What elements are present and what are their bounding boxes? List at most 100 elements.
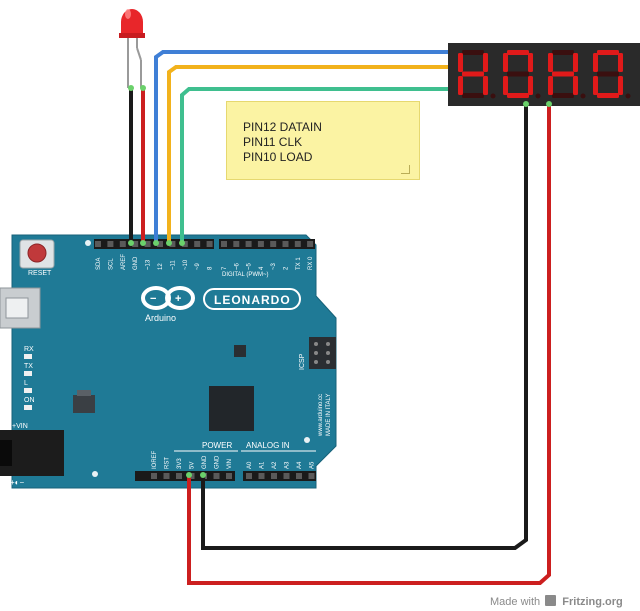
- power-pin-hole: [213, 473, 220, 479]
- digital-pin-hole: [233, 241, 240, 247]
- segment-g: [597, 71, 619, 77]
- digital-pin-hole: [257, 241, 264, 247]
- digital-pin-label: ~3: [271, 262, 277, 270]
- wire-5v: [187, 104, 551, 585]
- segment-f: [458, 53, 463, 72]
- power-header-label: POWER: [202, 441, 232, 450]
- voltage-regulator: [73, 390, 95, 413]
- reset-button[interactable]: [19, 239, 55, 269]
- icsp-header: [309, 337, 336, 369]
- segment-d: [507, 93, 529, 98]
- fritzing-brand: Fritzing.org: [562, 596, 623, 608]
- analog-pin-label: A1: [260, 461, 266, 469]
- digital-pin-hole: [132, 241, 139, 247]
- digital-pin-label: ~10: [183, 259, 189, 270]
- segment-f: [503, 53, 508, 72]
- analog-pin-hole: [308, 473, 315, 479]
- digit-3: [548, 50, 586, 99]
- usb-port: [0, 287, 41, 329]
- digital-pin-label: ~9: [195, 262, 201, 270]
- decimal-point: [580, 93, 586, 99]
- power-pin-label: VIN: [227, 459, 233, 469]
- power-pin-hole: [151, 473, 157, 479]
- power-header: [135, 471, 235, 481]
- power-pin-label: GND: [215, 455, 221, 469]
- segment-e: [458, 76, 463, 95]
- digital-pin-label: GND: [133, 256, 139, 270]
- segment-c: [528, 76, 533, 95]
- segment-a: [462, 50, 484, 55]
- power-pin-label: 3V3: [177, 458, 183, 469]
- status-leds: [24, 354, 32, 410]
- microcontroller: [209, 386, 254, 431]
- segment-e: [548, 76, 553, 95]
- power-pin-hole: [163, 473, 170, 479]
- led-label-rx: RX: [24, 346, 34, 353]
- analog-pin-hole: [258, 473, 265, 479]
- digital-pin-hole: [294, 241, 301, 247]
- segment-b: [573, 53, 578, 72]
- digital-pin-hole: [157, 241, 163, 247]
- segment-d: [597, 93, 619, 98]
- digit-4: [593, 50, 631, 99]
- polarity-symbol: +◐−: [10, 478, 25, 487]
- model-badge: [203, 288, 301, 310]
- digit-2: [503, 50, 541, 99]
- digital-pin-label: ~6: [234, 262, 240, 270]
- reset-label: RESET: [28, 270, 52, 277]
- fritzing-logo-icon: [545, 595, 557, 606]
- digital-pin-hole: [144, 241, 151, 247]
- segment-d: [552, 93, 574, 98]
- model-name: LEONARDO: [214, 293, 291, 307]
- pin-assignment-note: PIN12 DATAIN PIN11 CLK PIN10 LOAD: [226, 101, 420, 180]
- analog-pin-hole: [283, 473, 290, 479]
- segment-e: [503, 76, 508, 95]
- segment-a: [507, 50, 529, 55]
- digital-pin-label: 7: [222, 266, 228, 270]
- vin-label: +VIN: [12, 423, 28, 430]
- arduino-logo: − +: [141, 286, 195, 310]
- segment-f: [548, 53, 553, 72]
- digital-pin-hole: [107, 241, 114, 247]
- digital-pin-label: SDA: [96, 258, 102, 270]
- segment-b: [528, 53, 533, 72]
- digital-pin-label: TX 1: [296, 257, 302, 270]
- digital-header-label: DIGITAL (PWM~): [222, 272, 269, 278]
- digital-pin-label: ~5: [247, 262, 253, 270]
- digital-pin-hole: [169, 241, 176, 247]
- analog-pin-hole: [296, 473, 302, 479]
- analog-pin-label: A0: [247, 461, 253, 469]
- wire-end-markers: [128, 85, 206, 478]
- decimal-point: [535, 93, 541, 99]
- digital-pin-hole: [95, 241, 101, 247]
- resize-grip-icon[interactable]: [401, 165, 410, 174]
- digital-pin-label: 4: [259, 266, 265, 270]
- segment-g: [552, 71, 574, 77]
- red-led: [119, 9, 145, 88]
- power-pin-label: GND: [202, 455, 208, 469]
- segment-a: [552, 50, 574, 55]
- digital-pin-label: 2: [284, 266, 290, 270]
- digital-pin-label: 12: [158, 263, 164, 270]
- wire-pin11-clk: [167, 65, 452, 243]
- note-line-load: PIN10 LOAD: [243, 150, 313, 164]
- power-pin-label: RST: [165, 457, 171, 469]
- power-pin-label: 5V: [190, 462, 196, 469]
- segment-c: [483, 76, 488, 95]
- segment-e: [593, 76, 598, 95]
- analog-pin-label: A4: [297, 461, 303, 469]
- led-label-tx: TX: [24, 363, 33, 370]
- led-label-l: L: [24, 380, 28, 387]
- svg-text:−: −: [150, 293, 156, 305]
- digital-pin-label: SCL: [108, 258, 114, 270]
- digital-pin-label: ~13: [146, 259, 152, 270]
- power-pin-hole: [226, 473, 232, 479]
- digit-1: [458, 50, 496, 99]
- seven-segment-display: [448, 43, 640, 107]
- analog-pin-label: A3: [285, 461, 291, 469]
- fritzing-credit: Made with Fritzing.org: [490, 595, 623, 608]
- wires: [129, 50, 551, 585]
- analog-pin-label: A2: [272, 461, 278, 469]
